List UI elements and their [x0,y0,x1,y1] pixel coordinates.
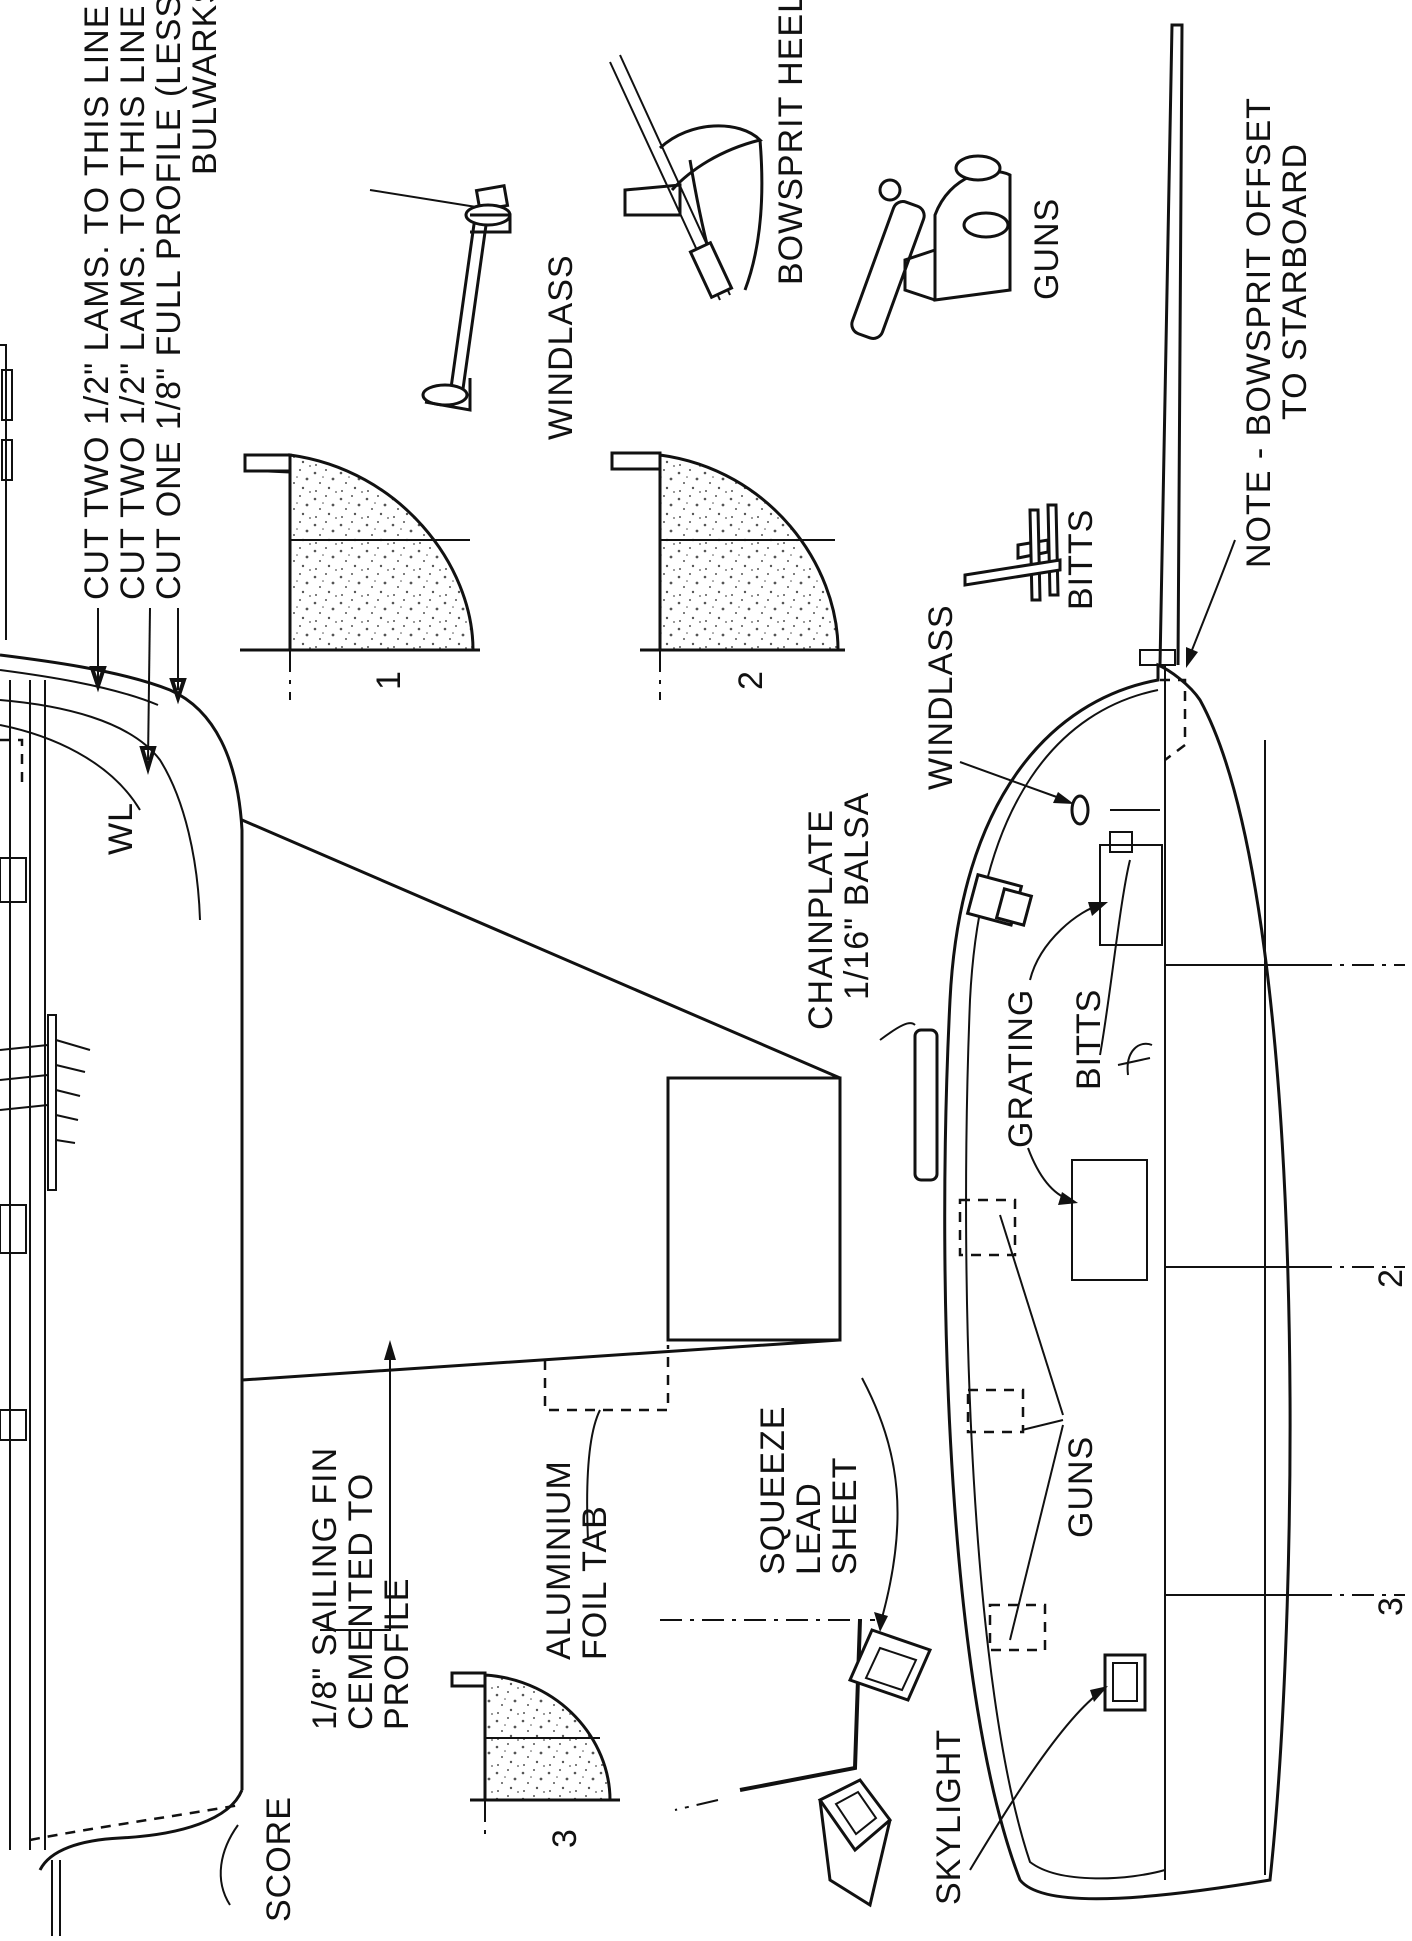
label-windlass-plan: WINDLASS [922,604,960,790]
label-skylight: SKYLIGHT [930,1729,968,1905]
label-fin-2: CEMENTED TO [342,1473,380,1730]
label-chainplate-1: CHAINPLATE [802,809,840,1030]
label-guns-detail: GUNS [1028,198,1066,300]
label-bowsprit-heel: BOWSPRIT HEEL [772,0,810,285]
squeeze-leader [861,1377,899,1626]
skylight-detail [817,1778,893,1908]
label-alu-2: FOIL TAB [576,1505,614,1660]
label-section-1: 1 [370,670,408,690]
label-bitts-detail: BITTS [1062,509,1100,610]
label-cut-one: CUT ONE 1/8" FULL PROFILE (LESS [150,0,188,600]
hull-profile [0,344,244,1936]
section-1 [240,453,480,700]
label-section-3: 3 [546,1828,584,1848]
label-guns-plan: GUNS [1062,1436,1100,1538]
section-3 [450,1671,620,1840]
label-cut-two-a: CUT TWO 1/2" LAMS. TO THIS LINE [78,5,116,600]
score-leader [219,1824,239,1906]
label-grating: GRATING [1002,989,1040,1148]
label-bulwarks: BULWARKS) [186,0,224,175]
label-squeeze-2: LEAD [790,1482,828,1575]
sailing-fin [241,818,842,1412]
foil-tab-leader [586,1409,601,1541]
label-station-2: 2 [1372,1268,1410,1288]
label-cut-two-b: CUT TWO 1/2" LAMS. TO THIS LINE [114,5,152,600]
section-2 [610,451,845,700]
hull-plan [913,23,1405,1901]
label-note-2: TO STARBOARD [1276,143,1314,420]
label-section-2: 2 [732,670,770,690]
lead-sheet-detail [660,1619,933,1811]
label-windlass-detail: WINDLASS [542,254,580,440]
windlass-detail [369,183,512,412]
label-alu-1: ALUMINIUM [540,1460,578,1660]
fin-arrow [384,1340,396,1360]
label-fin-1: 1/8" SAILING FIN [306,1447,344,1730]
label-squeeze-1: SQUEEZE [754,1406,792,1575]
label-station-3: 3 [1372,1596,1410,1616]
label-chainplate-2: 1/16" BALSA [838,792,876,1000]
label-bitts-plan: BITTS [1070,989,1108,1090]
gun-detail [850,154,1012,340]
label-squeeze-3: SHEET [826,1457,864,1575]
label-score: SCORE [260,1796,298,1922]
fin-leader [320,1350,391,1631]
label-fin-3: PROFILE [378,1578,416,1730]
label-wl: WL [102,802,140,855]
plan-leaders [879,539,1236,1871]
squeeze-arrow [874,1612,888,1632]
bowsprit-heel-detail [609,54,764,301]
cut-line-leaders [89,607,187,775]
bitts-detail [963,503,1062,602]
label-note-1: NOTE - BOWSPRIT OFFSET [1240,97,1278,568]
